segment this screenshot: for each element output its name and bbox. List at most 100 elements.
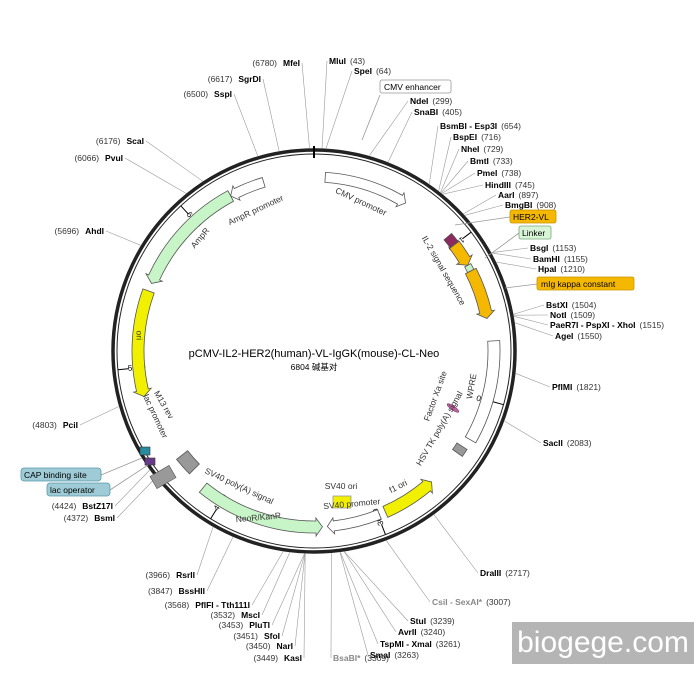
site-label: BmgBI(908) bbox=[505, 200, 556, 210]
feature-mig-kappa bbox=[464, 267, 496, 320]
site-name: KasI bbox=[284, 653, 302, 663]
feature-arrows bbox=[131, 171, 501, 538]
feature-label-sv40-ori: SV40 ori bbox=[325, 481, 358, 491]
site-position: (6176) bbox=[96, 136, 121, 146]
site-label: StuI (3239) bbox=[410, 616, 455, 626]
site-name: BstXI bbox=[546, 300, 568, 310]
site-label: (5696)AhdI bbox=[55, 226, 104, 236]
feature-label-wpre: WPRE bbox=[464, 373, 478, 400]
site-label: BspEI(716) bbox=[453, 132, 501, 142]
site-leader bbox=[301, 62, 310, 149]
watermark-text: biogege.com bbox=[517, 626, 689, 659]
site-leader bbox=[79, 406, 119, 426]
site-name: PluTI bbox=[249, 620, 270, 630]
feature-neor-kanr bbox=[198, 482, 323, 538]
feature-sv40-ori bbox=[332, 495, 352, 509]
site-position: (299) bbox=[432, 96, 452, 106]
site-label: SacII (2083) bbox=[543, 438, 592, 448]
site-leader bbox=[463, 194, 497, 215]
lac-operator-marker bbox=[144, 457, 156, 466]
site-leader bbox=[116, 477, 156, 519]
site-label: AvrII(3240) bbox=[398, 627, 445, 637]
site-label: (3966)RsrII bbox=[146, 570, 195, 580]
site-leader bbox=[513, 304, 545, 315]
site-name: PflFI - Tth111I bbox=[195, 600, 250, 610]
her2-vl-callout-label: HER2-VL bbox=[513, 212, 549, 222]
site-label: (4424) BstZ17I bbox=[52, 501, 113, 511]
site-leader bbox=[504, 420, 542, 444]
site-label: (6780)MfeI bbox=[252, 58, 300, 68]
site-position: (6066) bbox=[74, 153, 99, 163]
site-label: HpaI(1210) bbox=[538, 264, 585, 274]
site-leader bbox=[441, 172, 476, 194]
site-position: (6780) bbox=[252, 58, 277, 68]
site-position: (2717) bbox=[505, 568, 530, 578]
tick-mark bbox=[180, 205, 189, 215]
site-position: (3309) bbox=[364, 653, 389, 663]
site-position: (738) bbox=[501, 168, 521, 178]
feature-cmv-promoter bbox=[324, 171, 406, 208]
site-name: BamHI bbox=[533, 254, 560, 264]
site-position: (654) bbox=[501, 121, 521, 131]
site-leader bbox=[196, 526, 214, 576]
site-label: AarI(897) bbox=[498, 190, 539, 200]
site-position: (4372) bbox=[64, 513, 89, 523]
callout-lac-operator: lac operator bbox=[46, 464, 149, 497]
site-label: BsmBI - Esp3I(654) bbox=[440, 121, 521, 131]
site-leader bbox=[515, 373, 551, 388]
site-position: (3263) bbox=[394, 650, 419, 660]
site-name: BssHII bbox=[179, 586, 205, 596]
site-leader bbox=[261, 552, 290, 616]
feature-ampr bbox=[144, 190, 235, 284]
site-position: (908) bbox=[536, 200, 556, 210]
site-label: (3450)NarI bbox=[246, 641, 293, 651]
callout-cmv-enhancer: CMV enhancer bbox=[361, 79, 452, 141]
site-position: (405) bbox=[442, 107, 462, 117]
lac-operator-callout-label: lac operator bbox=[50, 485, 95, 495]
site-leader bbox=[464, 204, 504, 216]
callout-mig-kappa: mIg kappa constant bbox=[504, 276, 635, 291]
site-leader bbox=[294, 553, 306, 647]
site-position: (3568) bbox=[165, 600, 190, 610]
tick-mark bbox=[462, 231, 472, 240]
site-label: SnaBI(405) bbox=[414, 107, 462, 117]
site-label: BsaBI*(3309) bbox=[333, 653, 389, 663]
feature-label-hsv-tk-polya: HSV TK poly(A) signal bbox=[414, 389, 465, 467]
site-leader bbox=[428, 125, 439, 184]
site-label: (4803)PciI bbox=[32, 420, 78, 430]
feature-label-ori: ori bbox=[134, 331, 144, 341]
site-leader bbox=[369, 100, 409, 156]
site-leader bbox=[325, 70, 353, 149]
feature-her2-vl bbox=[449, 240, 473, 266]
site-label: SpeI(64) bbox=[354, 66, 391, 76]
site-position: (3532) bbox=[211, 610, 236, 620]
site-leader bbox=[344, 551, 409, 622]
site-name: HindIII bbox=[485, 180, 511, 190]
site-leader bbox=[233, 93, 259, 157]
site-name: DraIII bbox=[480, 568, 501, 578]
site-position: (3847) bbox=[148, 586, 173, 596]
site-name: StuI bbox=[410, 616, 426, 626]
site-label: TspMI - XmaI (3261) bbox=[380, 639, 461, 649]
site-position: (1153) bbox=[552, 243, 576, 253]
cap-binding-callout-label: CAP binding site bbox=[24, 470, 87, 480]
site-leader bbox=[114, 469, 150, 507]
callout-her2-vl: HER2-VL bbox=[454, 209, 557, 226]
site-position: (2083) bbox=[567, 438, 592, 448]
site-name: PaeR7I - PspXI - XhoI bbox=[550, 320, 636, 330]
feature-sv40-polya bbox=[176, 450, 200, 475]
site-name: SacII bbox=[543, 438, 563, 448]
feature-sv40-promoter bbox=[326, 509, 382, 535]
site-name: TspMI - XmaI bbox=[380, 639, 432, 649]
site-position: (6617) bbox=[208, 74, 233, 84]
site-position: (897) bbox=[519, 190, 539, 200]
site-position: (3261) bbox=[436, 639, 461, 649]
site-name: PvuI bbox=[105, 153, 123, 163]
site-label: NotI(1509) bbox=[550, 310, 595, 320]
site-name: BstZ17I bbox=[82, 501, 113, 511]
site-position: (3239) bbox=[430, 616, 455, 626]
site-leader bbox=[262, 78, 280, 152]
cmv-enhancer-label: CMV enhancer bbox=[384, 82, 441, 92]
site-label: DraIII (2717) bbox=[480, 568, 530, 578]
site-position: (4424) bbox=[52, 501, 77, 511]
